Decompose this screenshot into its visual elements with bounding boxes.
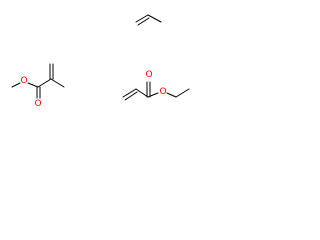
structure-canvas: O O O O: [0, 0, 212, 133]
bond-c2-c3: [147, 14, 162, 23]
bond-vinyl-double-a: [122, 88, 137, 98]
bond-c1-c2-double-b: [137, 17, 150, 26]
bond-methyl-o: [11, 82, 21, 88]
bond-carbonyl-alpha: [37, 78, 52, 88]
molecule-propene: [135, 14, 162, 26]
atom-oxygen-ester: O: [159, 87, 166, 97]
bond-c1-c2-double-a: [135, 14, 149, 23]
bond-ch2-ch3: [175, 88, 190, 98]
bond-vinyl-double-b: [124, 91, 138, 101]
chemical-structures-svg: O O O O: [11, 14, 190, 109]
bond-alpha-methyl: [50, 78, 65, 88]
atom-oxygen-carbonyl: O: [145, 70, 152, 80]
bond-o-carbonyl-c: [27, 82, 39, 88]
atom-oxygen-carbonyl: O: [34, 99, 41, 109]
atom-oxygen-ester: O: [20, 76, 27, 86]
molecule-ethyl-acrylate: O O: [122, 70, 190, 101]
molecule-methyl-methacrylate: O O: [11, 63, 65, 109]
bond-carbonyl-o: [147, 92, 159, 98]
bond-vinyl-carbonyl: [135, 88, 149, 98]
bond-o-ch2: [166, 92, 177, 98]
